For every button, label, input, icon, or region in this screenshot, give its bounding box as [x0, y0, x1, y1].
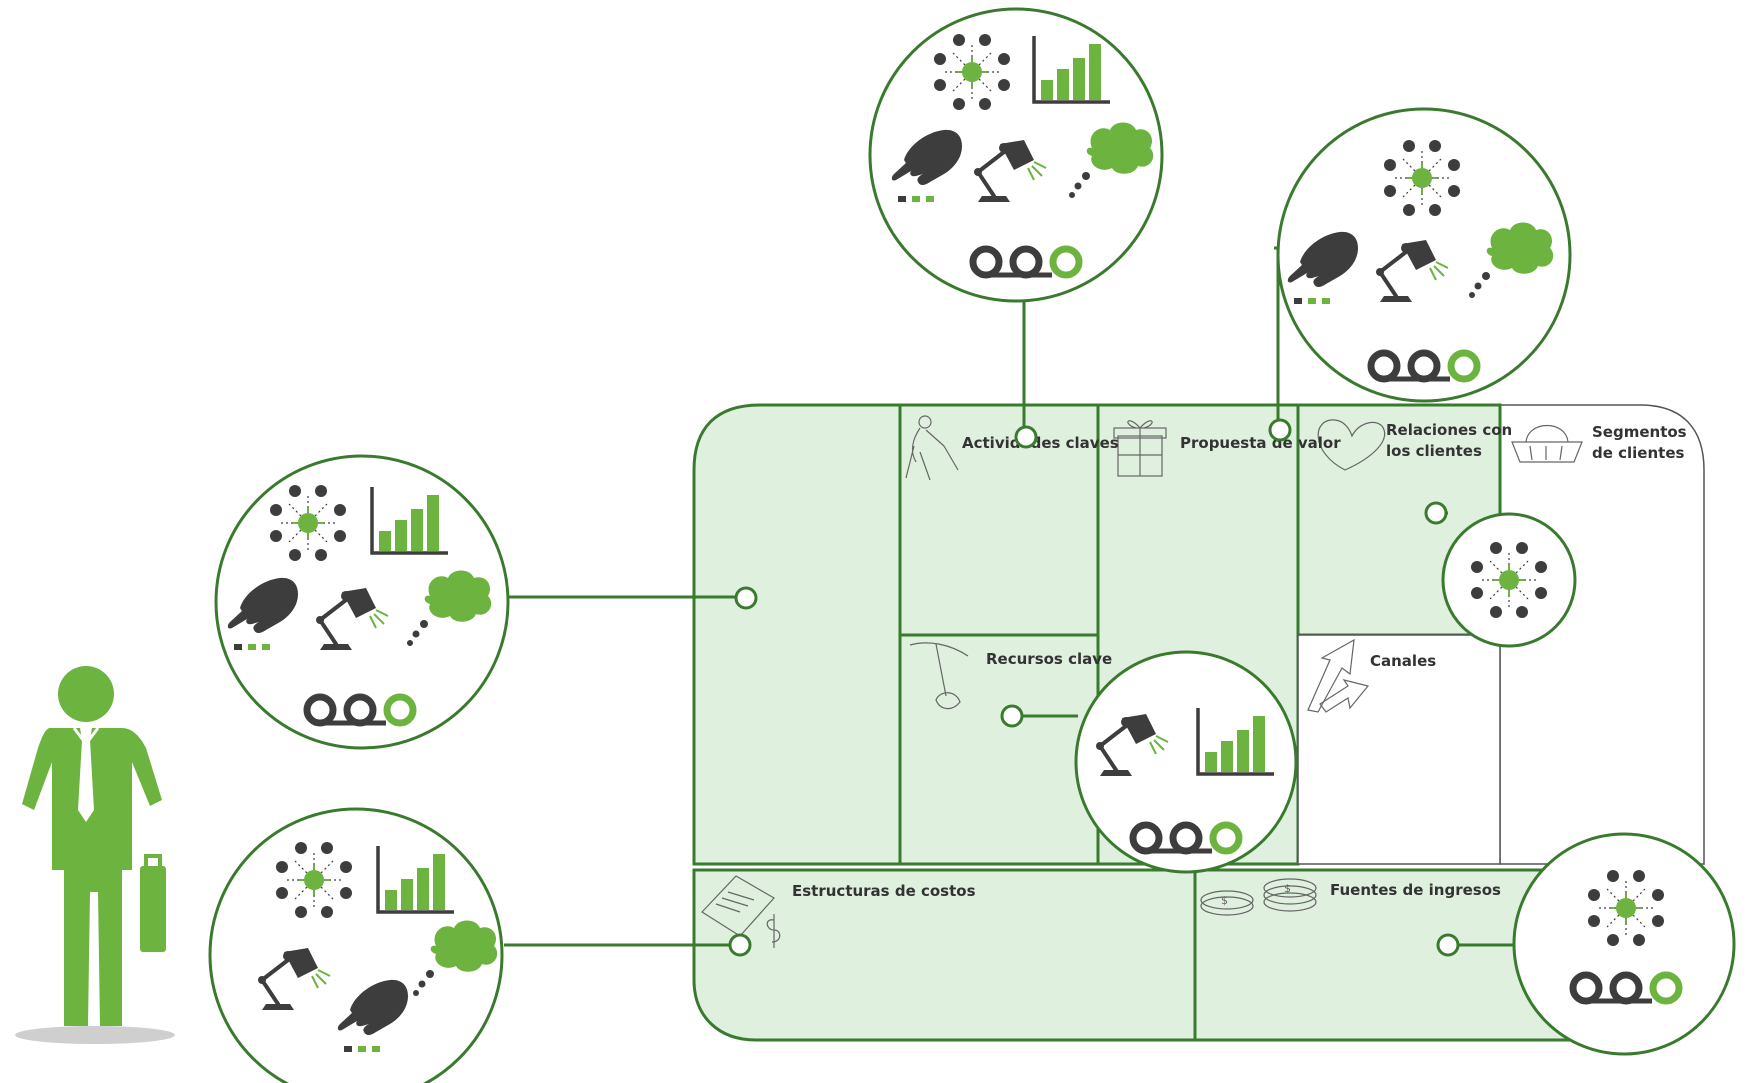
svg-text:$: $	[1284, 882, 1291, 895]
customer-relationships-label-2: los clientes	[1386, 442, 1482, 460]
receipt-icon	[701, 875, 781, 948]
customer-segments-block	[1499, 404, 1705, 865]
costs-icon-badge	[208, 807, 504, 1083]
partners-icon-badge	[214, 454, 510, 750]
customer-relationships-label-1: Relaciones con	[1386, 421, 1512, 439]
revenue-streams-label: Fuentes de ingresos	[1330, 881, 1501, 899]
key-activities-block	[898, 403, 1100, 637]
gardener-icon	[905, 415, 959, 481]
channels-icon-badge	[1441, 512, 1577, 648]
cost-structure-label: Estructuras de costos	[792, 882, 976, 900]
activities-icon-badge	[868, 7, 1164, 303]
revenue-icon-badge	[1512, 832, 1736, 1056]
arrows-icon	[1307, 638, 1370, 713]
coins-icon: $ $	[1200, 878, 1317, 916]
heart-icon	[1317, 419, 1386, 471]
basket-icon	[1511, 424, 1583, 463]
person-with-briefcase-icon	[15, 666, 175, 1044]
pickaxe-icon	[909, 642, 969, 710]
relationships-icon-badge	[1276, 107, 1572, 403]
key-partners-block	[692, 403, 902, 866]
cost-structure-block	[692, 868, 1197, 1042]
gift-box-icon	[1113, 420, 1167, 477]
key-activities-label: Actividades claves	[962, 434, 1119, 452]
key-resources-label: Recursos clave	[986, 650, 1112, 668]
channels-label: Canales	[1370, 652, 1436, 670]
key-resources-block	[898, 633, 1100, 866]
channels-block	[1297, 634, 1501, 865]
customer-segments-label-2: de clientes	[1592, 444, 1685, 462]
value-proposition-label: Propuesta de valor	[1180, 434, 1341, 452]
customer-segments-label-1: Segmentos	[1592, 423, 1687, 441]
svg-text:$: $	[1221, 894, 1228, 907]
resources-icon-badge	[1074, 650, 1298, 874]
